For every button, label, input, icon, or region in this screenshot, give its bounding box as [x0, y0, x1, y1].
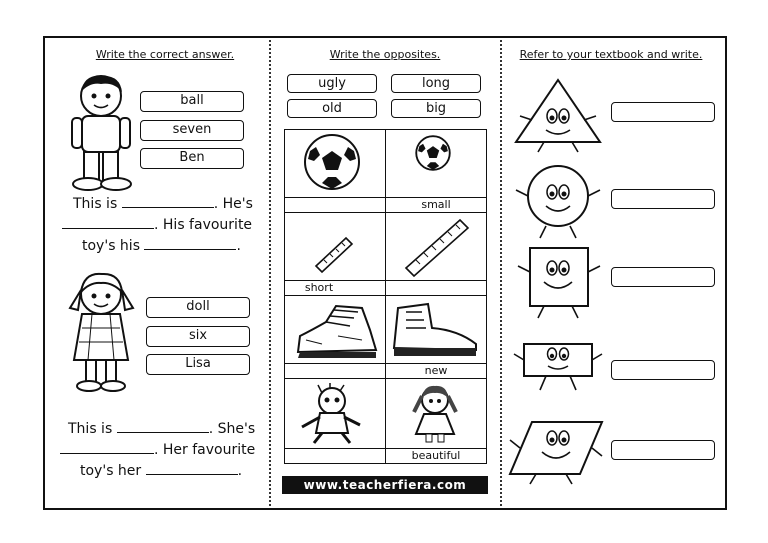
girl-icon — [68, 272, 135, 392]
label-strip — [284, 448, 386, 464]
girl-sentence-line3: toy's her . — [80, 462, 243, 479]
label-strip — [385, 280, 487, 296]
option-six: six — [146, 326, 250, 347]
middle-heading: Write the opposites. — [329, 48, 441, 61]
answer-box-circle[interactable] — [611, 189, 715, 209]
left-heading: Write the correct answer. — [95, 48, 235, 61]
boy-icon — [71, 75, 132, 191]
cell-label: short — [304, 281, 334, 294]
square-icon — [517, 247, 601, 319]
answer-box-square[interactable] — [611, 267, 715, 287]
answer-blank[interactable] — [60, 441, 154, 454]
beautiful-doll-icon — [412, 385, 458, 443]
word-big: big — [391, 99, 481, 118]
new-shoe-icon — [392, 302, 477, 356]
triangle-icon — [514, 78, 602, 153]
right-heading: Refer to your textbook and write. — [519, 48, 703, 61]
option-ball: ball — [140, 91, 244, 112]
ugly-doll-icon — [301, 383, 361, 444]
label-strip — [385, 363, 487, 379]
answer-blank[interactable] — [144, 237, 237, 250]
cell-label: beautiful — [411, 449, 461, 462]
parallelogram-icon — [508, 421, 604, 485]
boy-sentence-line3: toy's his . — [82, 237, 241, 254]
answer-box-parallelogram[interactable] — [611, 440, 715, 460]
footer-website: www.teacherfiera.com — [282, 476, 488, 494]
option-ben: Ben — [140, 148, 244, 169]
circle-icon — [515, 165, 601, 239]
cell-label: new — [424, 364, 448, 377]
girl-sentence-line1: This is . She's — [68, 420, 256, 437]
big-ball-icon — [304, 134, 360, 190]
label-strip — [385, 448, 487, 464]
boy-sentence-line2: . His favourite — [62, 216, 252, 233]
small-ball-icon — [415, 135, 451, 171]
label-strip — [385, 197, 487, 213]
word-old: old — [287, 99, 377, 118]
answer-box-rectangle[interactable] — [611, 360, 715, 380]
word-long: long — [391, 74, 481, 93]
cell-label: small — [421, 198, 451, 211]
answer-blank[interactable] — [145, 462, 238, 475]
label-strip — [284, 363, 386, 379]
answer-blank[interactable] — [121, 195, 214, 208]
old-shoe-icon — [296, 304, 378, 358]
answer-box-triangle[interactable] — [611, 102, 715, 122]
rectangle-icon — [513, 343, 603, 391]
answer-blank[interactable] — [62, 216, 154, 229]
girl-sentence-line2: . Her favourite — [60, 441, 255, 458]
long-ruler-icon — [404, 218, 470, 278]
column-divider-right — [500, 40, 502, 506]
option-doll: doll — [146, 297, 250, 318]
option-lisa: Lisa — [146, 354, 250, 375]
answer-blank[interactable] — [116, 420, 209, 433]
short-ruler-icon — [314, 236, 354, 274]
boy-sentence-line1: This is . He's — [73, 195, 253, 212]
option-seven: seven — [140, 120, 244, 141]
label-strip — [284, 197, 386, 213]
word-ugly: ugly — [287, 74, 377, 93]
column-divider-left — [269, 40, 271, 506]
